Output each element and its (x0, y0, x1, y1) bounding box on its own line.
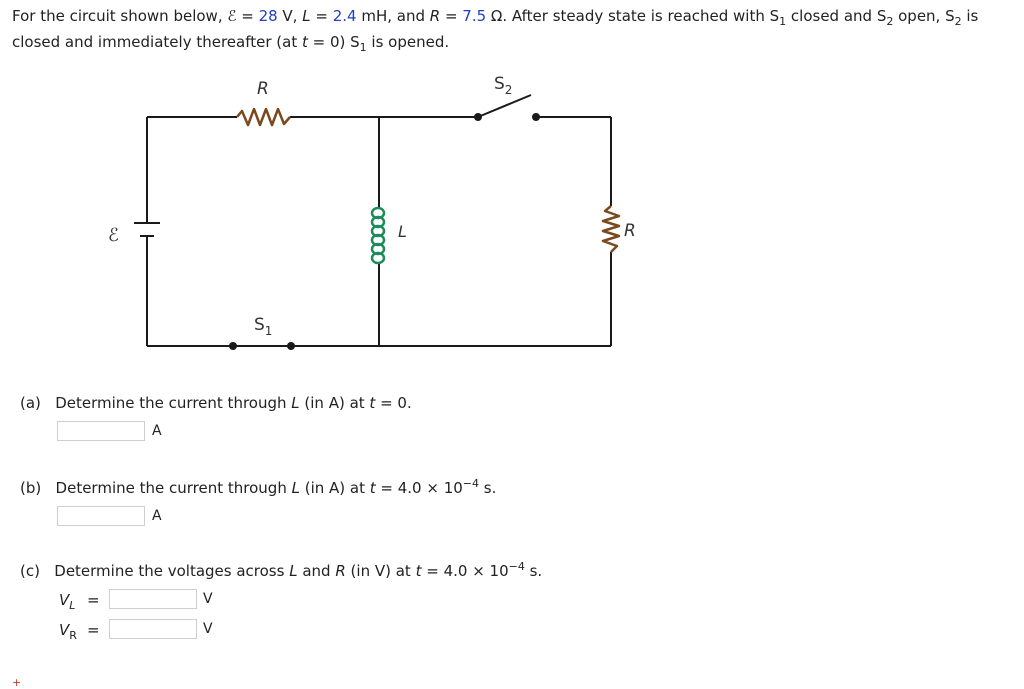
label-r-top: R (257, 79, 269, 99)
battery-symbol (134, 222, 160, 237)
circuit-diagram: R S2 ℰ L R S1 (108, 74, 636, 350)
inductance-symbol: L (302, 7, 311, 25)
question-text: = 4.0 × 10 (421, 562, 509, 580)
question-prefix: (a) (20, 394, 41, 412)
emf-value: 28 (258, 7, 278, 25)
label-s1: S1 (254, 315, 272, 338)
answer-a-input[interactable] (57, 421, 145, 441)
intro-text: mH, and (356, 7, 430, 25)
exponent: −4 (508, 560, 525, 573)
vl-unit: V (203, 591, 213, 607)
intro-text: V, (277, 7, 303, 25)
question-text: (in V) at (345, 562, 416, 580)
intro-text: = (310, 7, 333, 25)
time-symbol: t (301, 33, 308, 51)
vr-equals: = (87, 621, 100, 639)
question-b: (b) Determine the current through L (in … (20, 478, 496, 498)
answer-b-unit: A (152, 508, 162, 524)
circuit-wires (146, 116, 612, 347)
question-text: (in A) at (299, 394, 370, 412)
question-var: t (369, 394, 376, 412)
intro-text: Ω. After steady state is reached with S (486, 7, 780, 25)
answer-vr-input[interactable] (109, 619, 197, 639)
question-var: t (369, 479, 376, 497)
plus-marker: + (12, 676, 22, 689)
subscript: 2 (954, 15, 962, 28)
question-a: (a) Determine the current through L (in … (20, 393, 412, 413)
resistance-symbol: R (429, 7, 441, 25)
subscript: 2 (886, 15, 894, 28)
switch-s2 (474, 94, 540, 121)
emf-symbol: ℰ (227, 7, 237, 25)
question-text: Determine the voltages across (54, 562, 290, 580)
resistance-value: 7.5 (462, 7, 487, 25)
subscript: 1 (359, 41, 367, 54)
question-var: L (289, 562, 298, 580)
question-text: s. (479, 479, 497, 497)
vl-equals: = (87, 591, 100, 609)
question-var: t (415, 562, 422, 580)
resistor-right (601, 205, 621, 253)
resistor-top (236, 107, 291, 127)
label-r-right: R (624, 221, 636, 241)
question-var: R (335, 562, 346, 580)
label-emf: ℰ (108, 225, 119, 246)
intro-text: open, S (893, 7, 955, 25)
question-prefix: (c) (20, 562, 40, 580)
exponent: −4 (462, 477, 480, 490)
label-s2: S2 (494, 74, 512, 97)
question-var: L (291, 394, 300, 412)
question-text: Determine the current through (55, 479, 292, 497)
inductor-coil (370, 206, 386, 265)
question-text: Determine the current through (55, 394, 292, 412)
question-text: and (297, 562, 336, 580)
question-text: = 4.0 × 10 (375, 479, 463, 497)
label-l: L (398, 222, 407, 241)
intro-text: = (440, 7, 463, 25)
question-var: L (291, 479, 300, 497)
answer-a-unit: A (152, 423, 162, 439)
intro-text: closed and S (786, 7, 887, 25)
question-c: (c) Determine the voltages across L and … (20, 561, 542, 581)
intro-text: = (236, 7, 259, 25)
intro-text: is opened. (366, 33, 450, 51)
intro-text: = 0) S (307, 33, 360, 51)
question-text: s. (524, 562, 543, 580)
switch-s1 (229, 342, 295, 350)
inductance-value: 2.4 (332, 7, 357, 25)
subscript: 1 (779, 15, 787, 28)
intro-text: For the circuit shown below, (12, 7, 228, 25)
question-text: = 0. (375, 394, 412, 412)
question-text: (in A) at (299, 479, 370, 497)
answer-b-input[interactable] (57, 506, 145, 526)
question-prefix: (b) (20, 479, 42, 497)
vr-unit: V (203, 621, 213, 637)
intro-text: is closed and immediately thereafter (at (12, 7, 979, 51)
answer-vl-input[interactable] (109, 589, 197, 609)
problem-statement: For the circuit shown below, ℰ = 28 V, L… (12, 3, 1017, 55)
vr-label: VR (59, 621, 77, 642)
vl-label: VL (59, 591, 76, 612)
